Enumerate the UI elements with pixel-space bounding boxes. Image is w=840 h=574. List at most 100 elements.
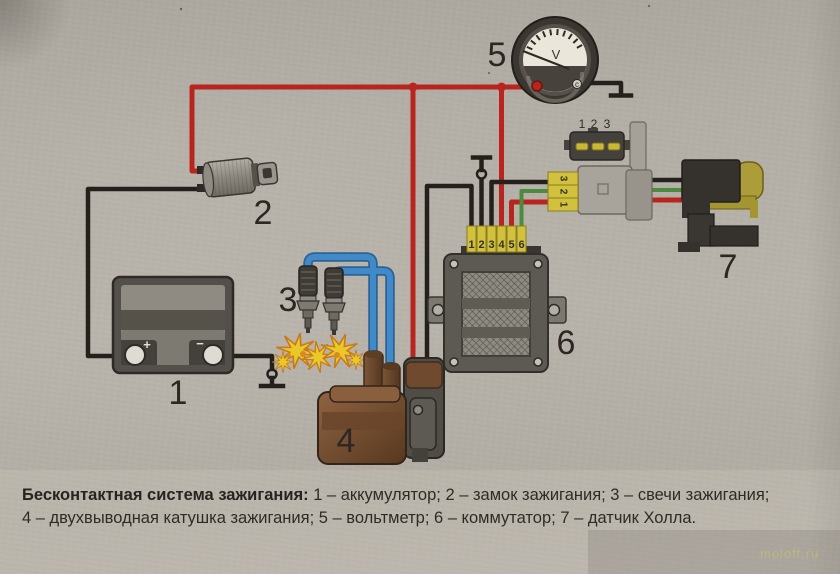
connector-label-3: 3	[604, 117, 611, 131]
lock-terminal-top	[197, 166, 206, 174]
spark-star	[320, 333, 360, 369]
hall-three-pin-plug: 3 2 1	[547, 171, 579, 212]
hall-sensor-yellow-edge	[750, 200, 758, 218]
connector-slot-2	[591, 142, 605, 151]
spark-flashes	[271, 332, 367, 374]
red-junction-dot	[497, 82, 506, 92]
coil-shoulder	[329, 385, 401, 403]
label-commutator: 6	[557, 324, 576, 362]
wire-black-pin3-to-hall-plug	[489, 179, 556, 233]
ignition-system-diagram: + − V c	[85, 4, 764, 465]
commutator: 1 2 3 4 5 6	[427, 225, 567, 373]
pin-2-digit: 2	[478, 239, 484, 251]
ignition-lock	[197, 157, 279, 198]
bolt-terminal-stem	[470, 155, 493, 173]
label-spark-plugs: 3	[279, 281, 298, 319]
pin-6	[516, 225, 527, 253]
paper-speck	[179, 7, 183, 11]
commutator-ear-left-hole	[431, 303, 445, 317]
connector-label-2: 2	[591, 117, 598, 131]
pin-4-digit: 4	[498, 239, 505, 251]
label-ignition-coil: 4	[337, 422, 356, 460]
plug2-shell	[328, 311, 340, 321]
plug1-electrode	[306, 328, 310, 333]
spark-star	[276, 332, 318, 370]
caption-line-1-rest: 1 – аккумулятор; 2 – замок зажигания; 3 …	[308, 486, 770, 504]
hall-mating-connector: 1 2 3	[564, 117, 630, 161]
plug2-hex-nut	[322, 302, 346, 313]
battery: + −	[111, 275, 235, 375]
pin-5	[506, 225, 517, 253]
plug2-collar	[325, 297, 343, 304]
red-junction-dot	[408, 82, 418, 92]
pin-2	[476, 225, 487, 253]
pin-5-digit: 5	[508, 239, 514, 251]
plug2-cap-ribs	[327, 273, 341, 293]
battery-stripe	[121, 310, 225, 330]
plug-detail-square	[597, 183, 609, 195]
pin-1	[466, 225, 477, 253]
commutator-heatsink-hatch	[462, 272, 530, 356]
connector-slot-1	[575, 142, 589, 151]
voltmeter-needle	[522, 49, 570, 71]
plug1-cap	[298, 265, 318, 297]
plug2-electrode	[332, 330, 336, 335]
caption-line-2: 4 – двухвыводная катушка зажигания; 5 – …	[22, 509, 697, 527]
connector-label-1: 1	[579, 117, 586, 131]
coil-bracket-notch	[412, 448, 428, 462]
hall-sensor-connector-group: 3 2 1 1 2 3	[547, 117, 653, 221]
voltmeter-minus-terminal	[572, 79, 582, 89]
hall-plug-pin-1	[547, 197, 579, 212]
connector-side-tab-left	[564, 140, 572, 150]
paper-speck	[647, 4, 651, 8]
label-voltmeter: 5	[488, 36, 507, 74]
commutator-ear-right-hole	[547, 303, 561, 317]
battery-minus-terminal	[202, 344, 224, 366]
commutator-screw	[533, 259, 543, 269]
wire-black-battery-minus-to-ground	[217, 353, 275, 372]
coil-lv-connector	[405, 361, 443, 389]
pin-4	[496, 225, 507, 253]
bolt-ring-terminal	[475, 168, 488, 180]
battery-plus-sign: +	[143, 337, 151, 352]
hall-plug-digit-3: 3	[558, 176, 569, 182]
plug-right-block	[625, 169, 653, 221]
voltmeter-plus-terminal	[531, 80, 543, 92]
plug2-cap	[324, 267, 344, 299]
wire-black-voltmeter-to-ground	[589, 80, 634, 98]
ground-ring-terminal	[266, 368, 278, 380]
voltmeter: V c	[511, 16, 599, 104]
caption-line-1: Бесконтактная система зажигания: 1 – акк…	[22, 486, 769, 504]
label-ignition-lock: 2	[254, 194, 273, 232]
wire-black-lock-to-battery-plus	[85, 186, 206, 359]
coil-bracket-screw	[412, 404, 424, 416]
spark-plug-1	[296, 265, 320, 333]
ignition-coil	[317, 350, 445, 465]
wire-green-pin6-to-hall-plug	[519, 189, 555, 232]
plug1-collar	[299, 295, 317, 302]
plug-body	[577, 165, 633, 215]
wire-black-pin1-to-coil	[424, 183, 474, 369]
commutator-six-pin-connector: 1 2 3 4 5 6	[466, 225, 527, 253]
coil-bracket-inset	[409, 397, 437, 451]
hall-sensor-bottom-bar	[709, 225, 759, 247]
hv-wire-1	[305, 254, 376, 360]
watermark: moloff.ru	[760, 546, 820, 561]
page-shadow-patch	[588, 530, 840, 574]
connector-top-bump	[588, 128, 598, 134]
plug-latch-tab	[629, 121, 647, 173]
spark-star	[301, 340, 335, 374]
paper-speck	[487, 71, 491, 75]
plug2-thread	[330, 319, 338, 331]
hall-sensor	[678, 159, 764, 252]
caption-background	[0, 470, 840, 574]
hall-plug-digit-2: 2	[558, 189, 569, 195]
plug1-thread	[304, 317, 312, 329]
spark-star	[271, 350, 295, 374]
spark-star	[345, 349, 367, 371]
commutator-rib-1	[462, 298, 530, 309]
hall-sensor-top-slab	[681, 159, 741, 203]
pin-3	[486, 225, 497, 253]
figure-caption: Бесконтактная система зажигания: 1 – акк…	[22, 484, 822, 530]
commutator-screw	[449, 357, 459, 367]
